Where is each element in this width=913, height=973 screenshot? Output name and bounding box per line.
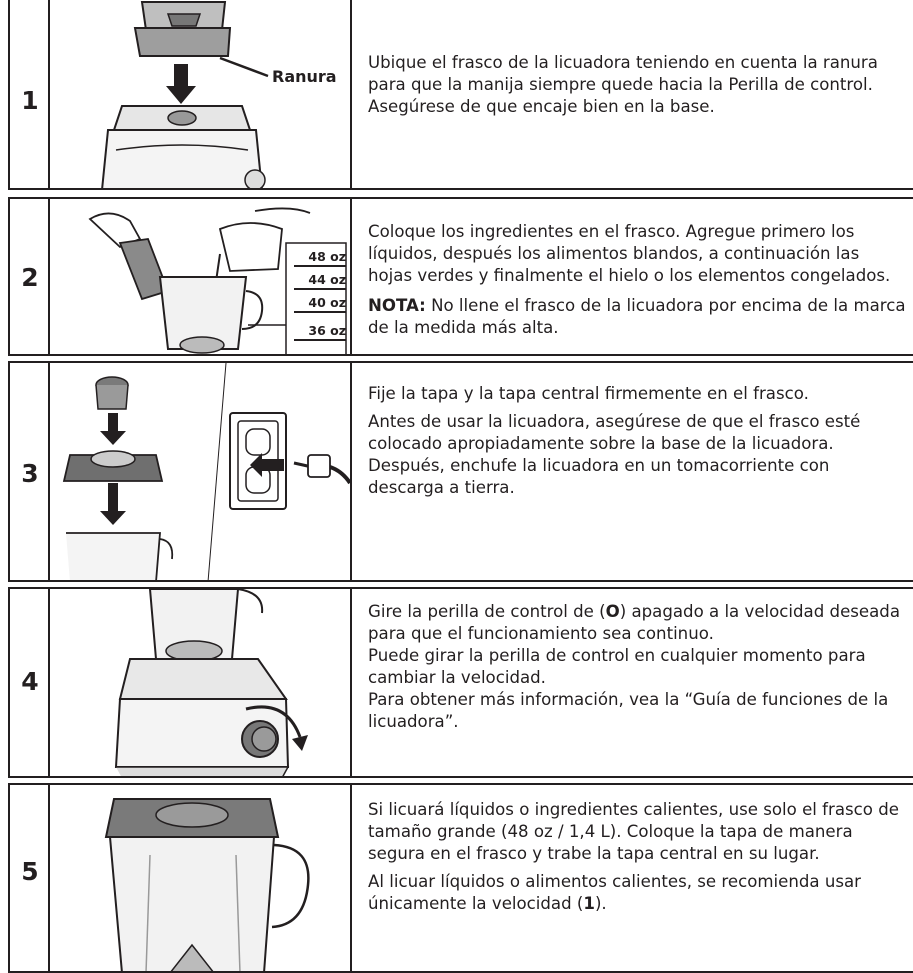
- step-5-text: Si licuará líquidos o ingredientes calie…: [368, 799, 907, 920]
- step-number: 5: [21, 857, 39, 886]
- step-3-paragraph: Antes de usar la licuadora, asegúrese de…: [368, 412, 861, 453]
- step-3-paragraph: Fije la tapa y la tapa central firmement…: [368, 384, 809, 403]
- step-5-paragraph: Si licuará líquidos o ingredientes calie…: [368, 800, 899, 863]
- step-1-illustration: [50, 0, 352, 188]
- step-number: 1: [21, 86, 39, 115]
- step-number: 2: [21, 263, 39, 292]
- step-3: 3: [8, 361, 913, 582]
- step-4-text: Gire la perilla de control de (O) apagad…: [368, 601, 907, 738]
- measure-mark: 40 oz: [294, 294, 346, 313]
- step-number-column: 1: [10, 0, 50, 188]
- slot-callout-label: Ranura: [272, 67, 337, 86]
- step-5: 5 Si licuará líquidos o ingredientes cal…: [8, 783, 913, 973]
- step-1-paragraph: Ubique el frasco de la licuadora teniend…: [368, 53, 878, 116]
- note-text: No llene el frasco de la licuadora por e…: [368, 296, 906, 337]
- step-3-paragraph: Después, enchufe la licuadora en un toma…: [368, 456, 830, 497]
- step-4-paragraph: Gire la perilla de control de (O) apagad…: [368, 601, 907, 645]
- step-5-paragraph: Al licuar líquidos o alimentos calientes…: [368, 871, 907, 915]
- step-2-illustration: [50, 199, 352, 354]
- step-1-text: Ubique el frasco de la licuadora teniend…: [368, 52, 907, 123]
- step-4-illustration: [50, 589, 352, 776]
- text-run: ) apagado a la velocidad deseada para qu…: [368, 602, 900, 643]
- text-run: ).: [594, 894, 607, 913]
- measure-mark: 48 oz: [294, 248, 346, 267]
- step-4-paragraph: Para obtener más información, vea la “Gu…: [368, 690, 889, 731]
- step-2: 2 48 oz 44 oz 40 oz 36 oz Coloque los in…: [8, 197, 913, 356]
- step-4-paragraph: Puede girar la perilla de control en cua…: [368, 646, 866, 687]
- step-2-paragraph: Coloque los ingredientes en el frasco. A…: [368, 222, 891, 285]
- step-2-text: Coloque los ingredientes en el frasco. A…: [368, 221, 907, 344]
- step-number-column: 3: [10, 363, 50, 580]
- step-3-illustration: [50, 363, 352, 580]
- off-symbol: O: [605, 602, 620, 621]
- step-number-column: 5: [10, 785, 50, 971]
- step-number-column: 2: [10, 199, 50, 354]
- down-arrow-icon: [174, 64, 188, 88]
- step-4: 4 Gire la perilla de control de (O) apag…: [8, 587, 913, 778]
- measure-mark: 36 oz: [294, 322, 346, 341]
- step-1: 1 Ranura Ubique el frasco de la licuador…: [8, 0, 913, 190]
- text-run: Al licuar líquidos o alimentos calientes…: [368, 872, 861, 913]
- step-number: 4: [21, 667, 39, 696]
- step-number-column: 4: [10, 589, 50, 776]
- note-label: NOTA:: [368, 296, 426, 315]
- text-run: Gire la perilla de control de (: [368, 602, 606, 621]
- speed-symbol: 1: [583, 894, 595, 913]
- step-2-note: NOTA: No llene el frasco de la licuadora…: [368, 295, 907, 339]
- step-3-text: Fije la tapa y la tapa central firmement…: [368, 383, 907, 504]
- step-number: 3: [21, 459, 39, 488]
- measure-mark: 44 oz: [294, 271, 346, 290]
- step-5-illustration: [50, 785, 352, 971]
